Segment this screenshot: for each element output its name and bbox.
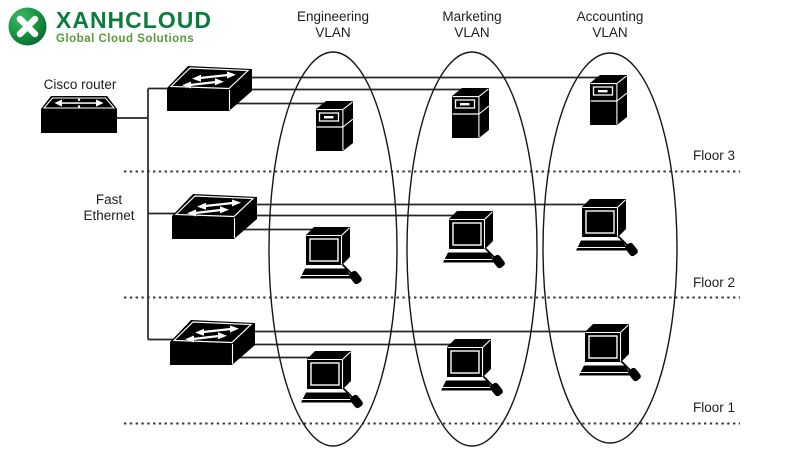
cisco-router-label: Cisco router xyxy=(43,77,117,92)
x-circle-icon xyxy=(8,7,47,46)
engineering-floor2-pc-icon xyxy=(299,226,364,287)
marketing-vlan-ellipse xyxy=(406,51,538,447)
accounting-vlan-ellipse xyxy=(542,52,678,444)
logo-text: XANHCLOUD Global Cloud Solutions xyxy=(56,8,212,46)
accounting-floor3-server-icon xyxy=(589,74,628,126)
logo: XANHCLOUD Global Cloud Solutions xyxy=(8,7,212,46)
accounting-vlan-label: Accounting VLAN xyxy=(576,9,644,40)
engineering-vlan-ellipse xyxy=(268,51,398,447)
accounting-floor2-pc-icon xyxy=(575,198,640,259)
engineering-floor1-pc-icon xyxy=(300,350,365,411)
floor-1-label: Floor 1 xyxy=(692,400,735,415)
fast-ethernet-label: Fast Ethernet xyxy=(83,192,135,223)
cisco-router-icon xyxy=(40,95,118,134)
engineering-floor3-server-icon xyxy=(315,100,354,152)
engineering-vlan-label: Engineering VLAN xyxy=(296,9,370,40)
logo-tagline-text: Global Cloud Solutions xyxy=(56,32,195,45)
logo-brand-text: XANHCLOUD xyxy=(56,6,212,33)
marketing-floor1-pc-icon xyxy=(440,338,505,399)
marketing-vlan-label: Marketing VLAN xyxy=(442,9,502,40)
marketing-floor2-pc-icon xyxy=(442,210,507,271)
marketing-floor3-server-icon xyxy=(451,87,490,139)
accounting-floor1-pc-icon xyxy=(578,323,643,384)
floor2-switch-icon xyxy=(170,192,259,241)
floor-2-label: Floor 2 xyxy=(692,275,735,290)
floor-3-label: Floor 3 xyxy=(692,148,735,163)
access-lines xyxy=(225,76,610,359)
